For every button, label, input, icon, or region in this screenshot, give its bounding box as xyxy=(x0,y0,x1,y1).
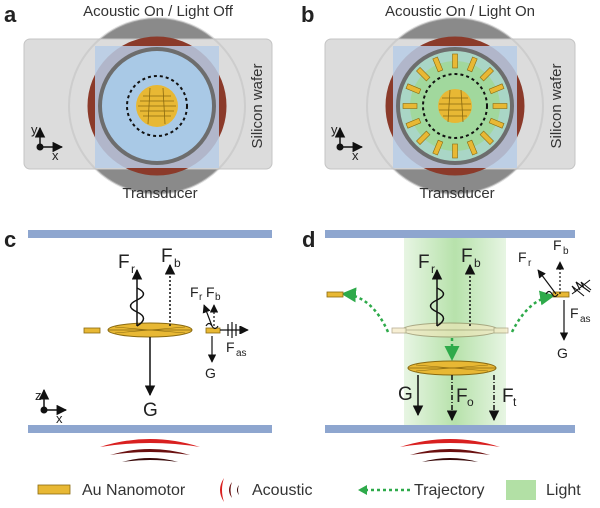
svg-text:r: r xyxy=(131,262,135,276)
svg-text:x: x xyxy=(352,148,359,163)
panel-d: d F r xyxy=(302,227,592,462)
axes-xz-c: z x xyxy=(35,388,68,426)
svg-text:G: G xyxy=(205,365,216,381)
svg-text:r: r xyxy=(431,262,435,276)
svg-text:r: r xyxy=(199,292,203,303)
legend-light-swatch xyxy=(506,480,536,500)
svg-text:F: F xyxy=(161,246,173,267)
svg-text:F: F xyxy=(226,339,235,355)
radial-nanomotor xyxy=(405,83,422,95)
panel-c: c F r F b G F r xyxy=(4,227,272,462)
svg-text:y: y xyxy=(331,122,338,137)
radial-nanomotors xyxy=(402,53,508,159)
nanomotor-cluster xyxy=(438,89,472,123)
svg-text:F: F xyxy=(518,249,527,265)
acoustic-wave-packet xyxy=(429,287,445,327)
panel-a-title: Acoustic On / Light Off xyxy=(83,3,234,20)
legend-nanomotor-label: Au Nanomotor xyxy=(82,482,186,499)
svg-text:y: y xyxy=(31,122,38,137)
radial-nanomotor xyxy=(432,56,444,73)
panel-a: a Acoustic On / Light Off Silicon wafe xyxy=(4,2,273,202)
transducer-ring xyxy=(87,36,227,176)
radial-nanomotor xyxy=(488,83,505,95)
radial-nanomotor xyxy=(416,130,431,145)
svg-text:F: F xyxy=(418,252,430,273)
top-plate xyxy=(28,230,272,238)
transducer-ring xyxy=(385,36,525,176)
svg-text:b: b xyxy=(174,256,181,270)
svg-text:r: r xyxy=(528,258,532,269)
nanomotor-stack-after xyxy=(407,360,497,376)
single-nanomotor xyxy=(205,327,221,334)
transducer-label-a: Transducer xyxy=(122,185,197,202)
transducer-label-b: Transducer xyxy=(419,185,494,202)
svg-text:F: F xyxy=(456,386,468,407)
svg-text:o: o xyxy=(467,395,474,409)
trajectory-right xyxy=(510,290,555,333)
svg-text:F: F xyxy=(553,237,562,253)
svg-text:b: b xyxy=(563,246,569,257)
svg-text:F: F xyxy=(570,305,579,321)
radial-nanomotor xyxy=(452,143,458,159)
radial-nanomotor xyxy=(402,103,418,109)
bottom-plate xyxy=(325,425,575,433)
panel-letter-a: a xyxy=(4,2,17,27)
acoustic-wave-packet xyxy=(129,287,145,327)
wafer-label-a: Silicon wafer xyxy=(249,63,266,148)
acoustic-waves xyxy=(100,439,200,462)
svg-text:as: as xyxy=(580,314,591,325)
legend-acoustic-icon xyxy=(220,478,239,502)
panel-letter-d: d xyxy=(302,227,315,252)
svg-text:F: F xyxy=(190,284,199,300)
radial-nanomotor xyxy=(466,56,478,73)
legend-light-label: Light xyxy=(546,482,581,499)
acoustic-waves xyxy=(400,439,500,462)
svg-text:G: G xyxy=(398,384,413,405)
radial-nanomotor xyxy=(479,67,494,82)
svg-text:G: G xyxy=(143,400,158,421)
panel-b-title: Acoustic On / Light On xyxy=(385,3,535,20)
svg-text:x: x xyxy=(52,148,59,163)
legend: Au Nanomotor Acoustic Trajectory Light xyxy=(37,478,581,502)
trajectory-left xyxy=(341,287,390,333)
wafer-label-b: Silicon wafer xyxy=(548,63,565,148)
radial-nanomotor xyxy=(416,67,431,82)
radial-nanomotor xyxy=(479,130,494,145)
panel-letter-b: b xyxy=(301,2,314,27)
top-plate xyxy=(325,230,575,238)
svg-text:b: b xyxy=(215,292,221,303)
panel-b: b Acoustic On / Light On Silicon wafer T… xyxy=(301,2,576,202)
bottom-plate xyxy=(28,425,272,433)
nanomotor-stack-before xyxy=(391,322,509,338)
legend-acoustic-label: Acoustic xyxy=(252,482,312,499)
radial-nanomotor xyxy=(492,103,508,109)
svg-text:F: F xyxy=(206,284,215,300)
nanomotor-stack xyxy=(107,322,193,338)
radial-nanomotor xyxy=(452,53,458,69)
panel-letter-c: c xyxy=(4,227,16,252)
svg-text:b: b xyxy=(474,256,481,270)
svg-text:F: F xyxy=(118,252,130,273)
single-nanomotor xyxy=(326,291,344,298)
svg-text:as: as xyxy=(236,348,247,359)
svg-text:z: z xyxy=(35,388,42,403)
svg-text:t: t xyxy=(513,395,517,409)
axes-xy-a: y x xyxy=(31,122,64,163)
svg-text:x: x xyxy=(56,411,63,426)
legend-trajectory-label: Trajectory xyxy=(414,482,485,499)
radial-nanomotor xyxy=(488,117,505,129)
radial-nanomotor xyxy=(405,117,422,129)
svg-text:F: F xyxy=(502,386,514,407)
radial-nanomotor xyxy=(466,139,478,156)
svg-text:G: G xyxy=(557,345,568,361)
axes-xy-b: y x xyxy=(331,122,364,163)
svg-text:F: F xyxy=(461,246,473,267)
single-nanomotor xyxy=(83,327,101,334)
radial-nanomotor xyxy=(432,139,444,156)
legend-nanomotor-swatch xyxy=(37,484,71,495)
nanomotor-cluster xyxy=(136,85,178,127)
